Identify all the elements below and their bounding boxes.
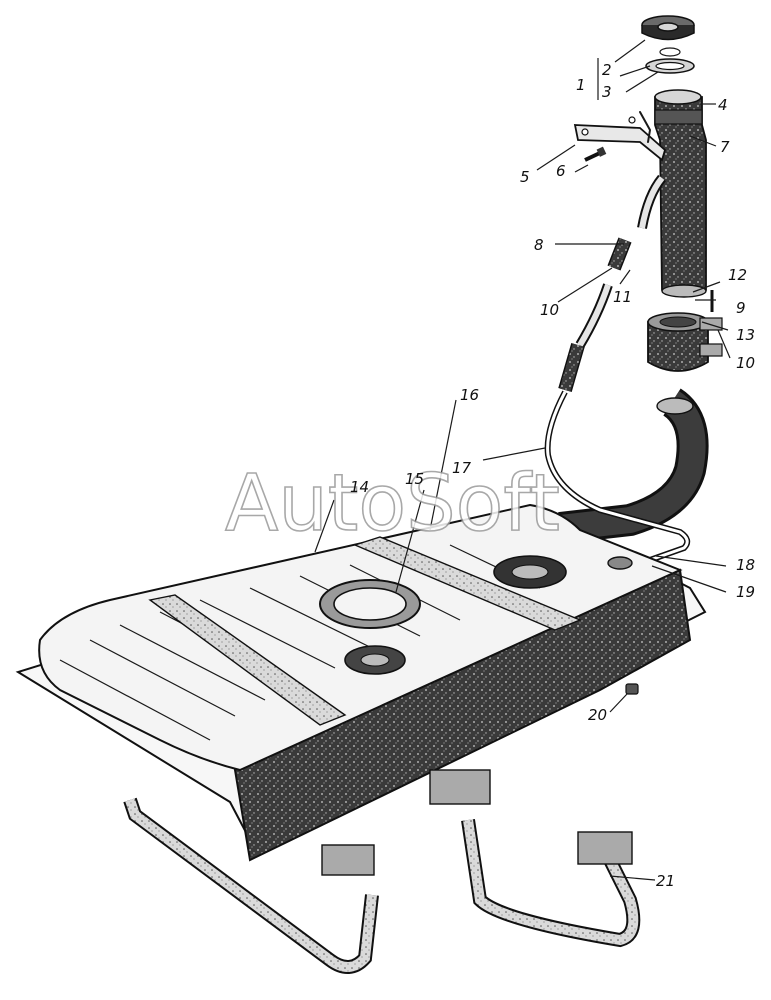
tank-strap-left: [123, 797, 379, 974]
filler-neck: [654, 89, 707, 298]
callout-5: 5: [520, 168, 530, 186]
callout-3: 3: [602, 83, 612, 101]
callout-12: 12: [728, 266, 747, 284]
bracket-bolt: [584, 146, 607, 162]
vent-tube: [544, 390, 691, 563]
watermark: AutoSoft: [225, 459, 560, 549]
callout-16: 16: [460, 386, 479, 404]
cap-gasket: [645, 58, 695, 74]
fuel-tank: [15, 503, 707, 862]
leader-lines: [314, 39, 731, 881]
tank-strap-right: [429, 769, 641, 948]
callout-10-neck-clamp: 10: [736, 354, 755, 372]
neck-connector-hose: [647, 290, 723, 372]
callout-9: 9: [736, 299, 746, 317]
callout-14: 14: [350, 478, 369, 496]
neck-bracket: [573, 111, 667, 162]
callout-11: 11: [613, 288, 632, 306]
filler-cap: [641, 15, 695, 41]
callout-13: 13: [736, 326, 755, 344]
callout-7: 7: [720, 138, 730, 156]
filler-pipe: [558, 388, 709, 544]
callout-20: 20: [588, 706, 607, 724]
callout-labels: 1 2 3 4 5 6 7 8 9 10 10 11 12 13 14 15 1…: [350, 61, 755, 890]
callout-10-hose-clamp: 10: [540, 301, 559, 319]
callout-1: 1: [576, 76, 586, 94]
cap-washer: [659, 47, 681, 57]
callout-4: 4: [718, 96, 728, 114]
callout-15: 15: [405, 470, 424, 488]
callout-18: 18: [736, 556, 755, 574]
callout-17: 17: [452, 459, 472, 477]
vent-hose: [558, 174, 666, 392]
callout-19: 19: [736, 583, 755, 601]
callout-8: 8: [534, 236, 544, 254]
callout-6: 6: [556, 162, 566, 180]
callout-21: 21: [656, 872, 675, 890]
drain-plug: [625, 683, 639, 695]
callout-2: 2: [602, 61, 612, 79]
